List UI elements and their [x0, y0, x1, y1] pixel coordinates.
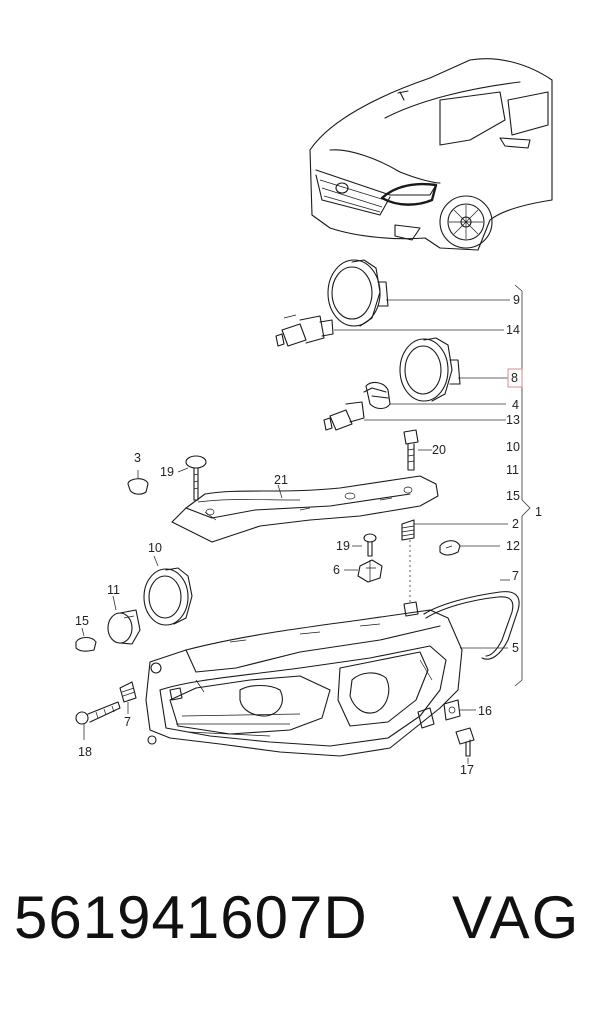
bulb-13	[323, 401, 365, 431]
bulb-holder-4	[363, 381, 391, 410]
callout-20: 20	[432, 443, 446, 457]
brand-label: VAG	[452, 884, 581, 951]
part-number: 561941607D	[14, 884, 368, 951]
callout-6: 6	[333, 563, 340, 577]
cover-cap-9	[327, 259, 389, 327]
callout-7-lower: 7	[124, 715, 131, 729]
bracket-group-1	[514, 284, 531, 687]
callout-13: 13	[506, 413, 520, 427]
adjuster-6	[357, 559, 383, 583]
clip-nut-16	[443, 699, 461, 721]
footer: 561941607D VAG	[0, 888, 600, 988]
callout-8-highlight	[507, 368, 523, 388]
callout-3: 3	[134, 451, 141, 465]
callout-15-list: 15	[506, 489, 520, 503]
callout-16: 16	[478, 704, 492, 718]
clip-15	[75, 636, 97, 652]
callout-10: 10	[148, 541, 162, 555]
headlight-housing-5	[145, 609, 463, 757]
cap-3	[127, 478, 149, 495]
callout-19-upper: 19	[160, 465, 174, 479]
callout-2: 2	[512, 517, 519, 531]
callout-15: 15	[75, 614, 89, 628]
car-illustration	[309, 58, 553, 251]
callout-11: 11	[107, 583, 120, 597]
callout-5: 5	[512, 641, 519, 655]
bulb-14	[275, 314, 334, 347]
callout-10-list: 10	[506, 440, 520, 454]
callout-4: 4	[512, 398, 519, 412]
callout-21: 21	[274, 473, 288, 487]
callout-7-upper: 7	[512, 569, 519, 583]
cover-cap-8	[399, 337, 461, 402]
callout-11-list: 11	[506, 463, 519, 477]
mounting-bracket-21	[171, 475, 439, 543]
exploded-headlight-diagram: 9 14 8 4 13 10 11 15 2 1 12 7 5 20 3 19 …	[75, 58, 553, 777]
cover-cap-10	[143, 567, 193, 626]
callout-18: 18	[78, 745, 92, 759]
callout-14: 14	[506, 323, 520, 337]
screw-19-lower	[363, 533, 377, 557]
bolt-20	[403, 429, 419, 471]
bulb-holder-11	[107, 609, 141, 645]
clip-12	[439, 540, 461, 556]
screw-17	[455, 727, 475, 757]
screw-19-upper	[185, 455, 207, 501]
callout-8: 8	[511, 371, 518, 385]
callout-9: 9	[513, 293, 520, 307]
screw-18	[75, 701, 121, 725]
callout-17: 17	[460, 763, 474, 777]
callout-1: 1	[535, 505, 542, 519]
callout-12: 12	[506, 539, 520, 553]
wire-loom	[423, 591, 520, 660]
spring-nut-7	[119, 681, 137, 703]
spring-nut-2	[401, 519, 415, 541]
callout-19-lower: 19	[336, 539, 350, 553]
